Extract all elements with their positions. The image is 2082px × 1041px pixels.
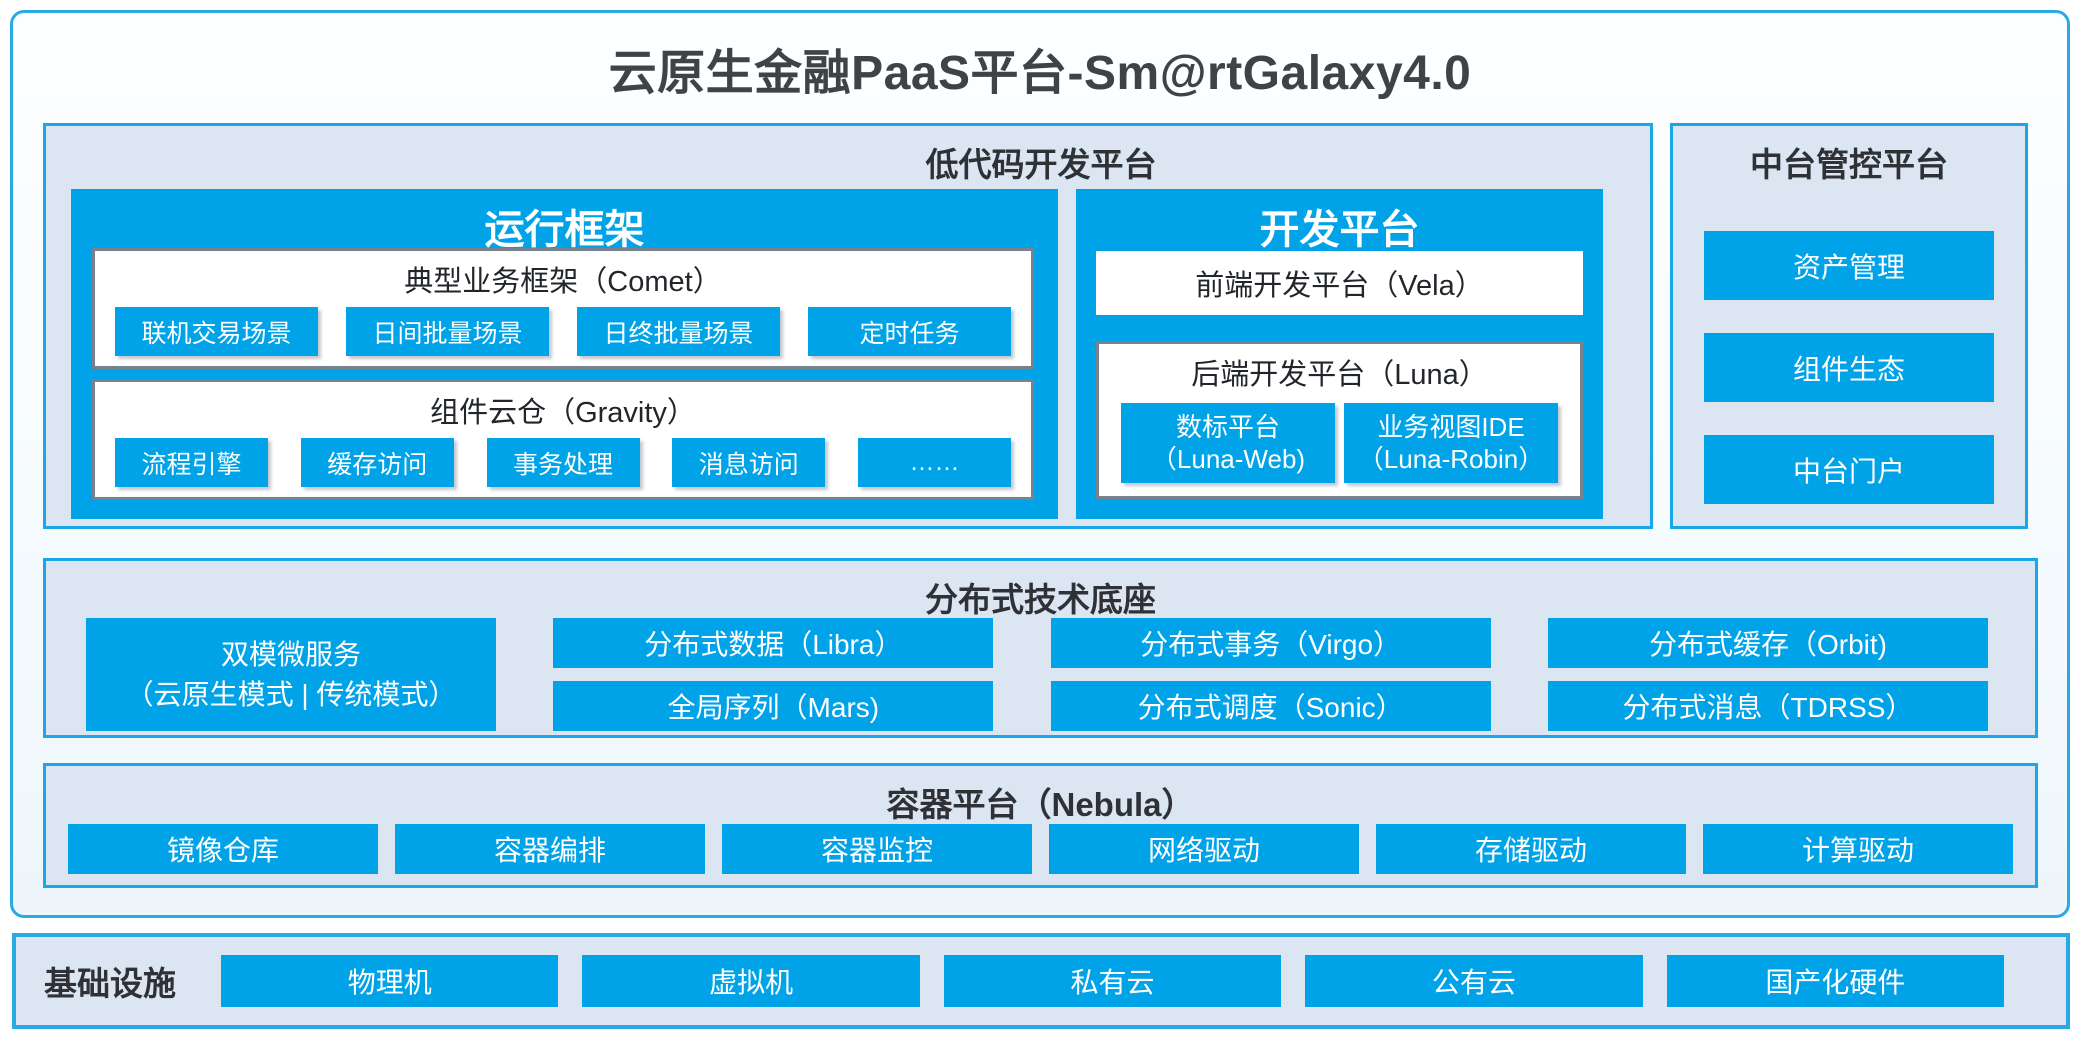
- box-domestic-hardware: 国产化硬件: [1666, 955, 2005, 1007]
- box-image-registry: 镜像仓库: [68, 824, 378, 874]
- box-distributed-data: 分布式数据（Libra）: [553, 618, 994, 668]
- gravity-card: 组件云仓（Gravity） 流程引擎 缓存访问 事务处理 消息访问 ……: [92, 379, 1034, 500]
- box-distributed-cache: 分布式缓存（Orbit): [1547, 618, 1988, 668]
- infrastructure-row: 物理机 虚拟机 私有云 公有云 国产化硬件: [221, 955, 2005, 1007]
- luna-card-title: 后端开发平台（Luna）: [1191, 359, 1488, 391]
- box-container-monitoring: 容器监控: [722, 824, 1032, 874]
- box-asset-management: 资产管理: [1704, 231, 1994, 300]
- vela-card: 前端开发平台（Vela）: [1096, 251, 1583, 315]
- box-more-ellipsis: ……: [858, 438, 1011, 487]
- box-business-view-ide-line1: 业务视图IDE: [1377, 411, 1525, 442]
- box-message-access: 消息访问: [672, 438, 826, 487]
- gravity-card-title: 组件云仓（Gravity）: [430, 397, 696, 429]
- box-virtual-machine: 虚拟机: [582, 955, 920, 1007]
- box-global-sequence: 全局序列（Mars): [553, 681, 994, 731]
- container-platform-section: 容器平台（Nebula） 镜像仓库 容器编排 容器监控 网络驱动 存储驱动 计算…: [43, 763, 2038, 888]
- luna-card: 后端开发平台（Luna） 数标平台 （Luna-Web) 业务视图IDE （Lu…: [1096, 341, 1583, 499]
- box-dual-mode-microservice-line1: 双模微服务: [220, 639, 361, 671]
- box-distributed-transaction: 分布式事务（Virgo）: [1050, 618, 1491, 668]
- dev-platform-block: 开发平台 前端开发平台（Vela） 后端开发平台（Luna） 数标平台 （Lun…: [1076, 189, 1603, 519]
- lowcode-platform-section: 低代码开发平台 运行框架 典型业务框架（Comet） 联机交易场景 日间批量场景…: [43, 123, 1653, 529]
- lowcode-platform-header: 低代码开发平台: [925, 146, 1157, 183]
- luna-chip-row: 数标平台 （Luna-Web) 业务视图IDE （Luna-Robin）: [1099, 403, 1580, 483]
- box-cache-access: 缓存访问: [300, 438, 454, 487]
- midplatform-header: 中台管控平台: [1750, 146, 1948, 183]
- distributed-base-section: 分布式技术底座 双模微服务 （云原生模式 | 传统模式） 分布式数据（Libra…: [43, 558, 2038, 738]
- box-eod-batch-scenario: 日终批量场景: [577, 307, 780, 356]
- box-daytime-batch-scenario: 日间批量场景: [346, 307, 549, 356]
- page-title: 云原生金融PaaS平台-Sm@rtGalaxy4.0: [608, 47, 1472, 100]
- box-data-standard-platform: 数标平台 （Luna-Web): [1121, 403, 1335, 483]
- runtime-framework-title: 运行框架: [484, 208, 645, 252]
- box-data-standard-platform-line2: （Luna-Web): [1150, 444, 1306, 474]
- box-transaction-processing: 事务处理: [486, 438, 640, 487]
- box-storage-driver: 存储驱动: [1376, 824, 1686, 874]
- distributed-col-3: 分布式缓存（Orbit) 分布式消息（TDRSS）: [1547, 618, 1988, 731]
- box-dual-mode-microservice: 双模微服务 （云原生模式 | 传统模式）: [86, 618, 496, 731]
- box-business-view-ide: 业务视图IDE （Luna-Robin）: [1344, 403, 1558, 483]
- comet-chip-row: 联机交易场景 日间批量场景 日终批量场景 定时任务: [95, 307, 1031, 356]
- comet-card-title: 典型业务框架（Comet）: [404, 266, 722, 298]
- box-physical-machine: 物理机: [221, 955, 559, 1007]
- box-network-driver: 网络驱动: [1049, 824, 1359, 874]
- infrastructure-bar: 基础设施 物理机 虚拟机 私有云 公有云 国产化硬件: [12, 933, 2070, 1029]
- box-container-orchestration: 容器编排: [395, 824, 705, 874]
- container-platform-row: 镜像仓库 容器编排 容器监控 网络驱动 存储驱动 计算驱动: [68, 824, 2013, 874]
- box-dual-mode-microservice-line2: （云原生模式 | 传统模式）: [125, 678, 457, 710]
- box-distributed-scheduling: 分布式调度（Sonic）: [1050, 681, 1491, 731]
- box-distributed-messaging: 分布式消息（TDRSS）: [1547, 681, 1988, 731]
- box-compute-driver: 计算驱动: [1703, 824, 2013, 874]
- midplatform-boxes: 资产管理 组件生态 中台门户: [1673, 231, 2025, 504]
- box-business-view-ide-line2: （Luna-Robin）: [1357, 444, 1545, 474]
- midplatform-section: 中台管控平台 资产管理 组件生态 中台门户: [1670, 123, 2028, 529]
- box-data-standard-platform-line1: 数标平台: [1175, 411, 1280, 442]
- box-private-cloud: 私有云: [943, 955, 1282, 1007]
- box-process-engine: 流程引擎: [115, 438, 268, 487]
- box-scheduled-tasks: 定时任务: [808, 307, 1011, 356]
- dev-platform-title: 开发平台: [1259, 208, 1420, 252]
- container-platform-header: 容器平台（Nebula）: [886, 786, 1195, 823]
- box-public-cloud: 公有云: [1305, 955, 1643, 1007]
- distributed-col-2: 分布式事务（Virgo） 分布式调度（Sonic）: [1050, 618, 1491, 731]
- infrastructure-label: 基础设施: [44, 965, 176, 1002]
- gravity-chip-row: 流程引擎 缓存访问 事务处理 消息访问 ……: [95, 438, 1031, 487]
- runtime-framework-block: 运行框架 典型业务框架（Comet） 联机交易场景 日间批量场景 日终批量场景 …: [71, 189, 1058, 519]
- main-panel: 云原生金融PaaS平台-Sm@rtGalaxy4.0 低代码开发平台 运行框架 …: [10, 10, 2070, 918]
- distributed-base-header: 分布式技术底座: [925, 581, 1156, 618]
- box-component-ecosystem: 组件生态: [1704, 333, 1994, 402]
- distributed-col-1: 分布式数据（Libra） 全局序列（Mars): [553, 618, 994, 731]
- box-online-transaction-scenario: 联机交易场景: [115, 307, 318, 356]
- distributed-row: 双模微服务 （云原生模式 | 传统模式） 分布式数据（Libra） 全局序列（M…: [86, 618, 1988, 731]
- vela-card-title: 前端开发平台（Vela）: [1195, 270, 1484, 302]
- box-midplatform-portal: 中台门户: [1704, 435, 1994, 504]
- comet-card: 典型业务框架（Comet） 联机交易场景 日间批量场景 日终批量场景 定时任务: [92, 248, 1034, 369]
